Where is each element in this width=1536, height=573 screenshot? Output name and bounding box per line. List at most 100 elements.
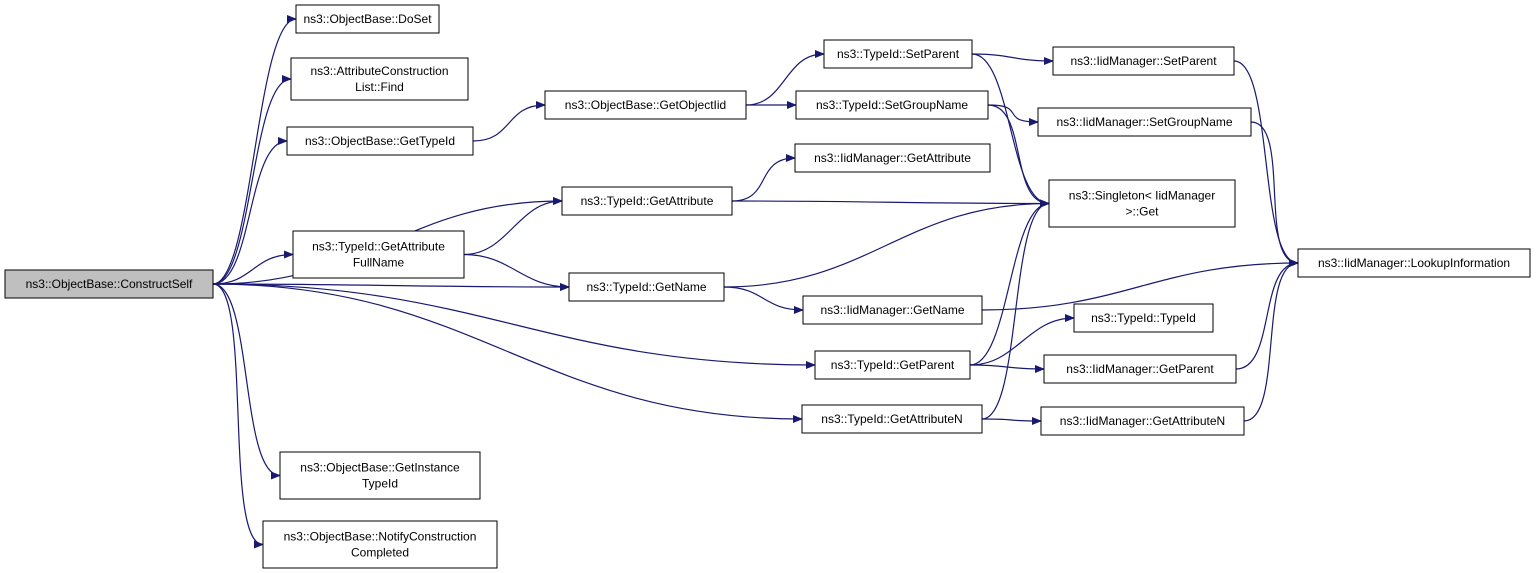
- node-doset[interactable]: ns3::ObjectBase::DoSet: [295, 4, 440, 34]
- node-box-doset[interactable]: [295, 4, 440, 34]
- node-box-ob_gettypeid[interactable]: [286, 126, 474, 156]
- node-box-tid_typeid[interactable]: [1073, 303, 1214, 333]
- edge-iid_getattributen-to-iid_lookupinfo: [1243, 259, 1299, 422]
- edge-tid_getparent-to-singleton_get: [969, 199, 1050, 366]
- node-box-ob_getinstancetypeid[interactable]: [279, 451, 481, 500]
- edge-tid_getparent-to-tid_typeid: [969, 314, 1075, 366]
- node-label-tid_setparent-0: ns3::TypeId::SetParent: [837, 47, 960, 61]
- node-box-singleton_get[interactable]: [1048, 179, 1236, 228]
- node-box-iid_setparent[interactable]: [1052, 46, 1235, 76]
- edge-tid_getattrfullname-to-tid_getattribute: [463, 197, 563, 256]
- edge-tid_getattribute-to-iid_getattribute: [731, 154, 796, 202]
- node-singleton_get[interactable]: ns3::Singleton< IidManager >::Get: [1048, 179, 1236, 228]
- node-label-ob_gettypeid-0: ns3::ObjectBase::GetTypeId: [305, 134, 455, 148]
- node-label-tid_getname-0: ns3::TypeId::GetName: [586, 280, 706, 294]
- node-label-singleton_get-0: ns3::Singleton< IidManager: [1069, 189, 1215, 203]
- node-box-iid_setgroupname[interactable]: [1037, 107, 1252, 137]
- edges: [212, 15, 1299, 549]
- edge-construct_self-to-doset: [212, 15, 297, 285]
- node-label-tid_getattribute-0: ns3::TypeId::GetAttribute: [581, 194, 714, 208]
- node-box-tid_getparent[interactable]: [814, 350, 971, 380]
- node-label-acl_find-1: List::Find: [355, 80, 404, 94]
- node-label-ob_getinstancetypeid-1: TypeId: [362, 477, 398, 491]
- edge-iid_getname-to-iid_lookupinfo: [981, 259, 1299, 311]
- node-label-tid_getattrfullname-0: ns3::TypeId::GetAttribute: [312, 240, 445, 254]
- node-label-tid_typeid-0: ns3::TypeId::TypeId: [1091, 311, 1196, 325]
- node-label-iid_getparent-0: ns3::IidManager::GetParent: [1066, 362, 1214, 376]
- edge-tid_getattributen-to-singleton_get: [981, 199, 1050, 420]
- node-iid_getname[interactable]: ns3::IidManager::GetName: [802, 295, 983, 325]
- node-tid_setgroupname[interactable]: ns3::TypeId::SetGroupName: [795, 90, 989, 120]
- node-box-acl_find[interactable]: [290, 57, 469, 101]
- edge-construct_self-to-tid_getname: [212, 282, 570, 291]
- node-label-construct_self-0: ns3::ObjectBase::ConstructSelf: [26, 277, 193, 291]
- node-label-ob_notifyconstruction-0: ns3::ObjectBase::NotifyConstruction: [284, 530, 477, 544]
- node-iid_getattributen[interactable]: ns3::IidManager::GetAttributeN: [1040, 406, 1245, 436]
- node-box-construct_self[interactable]: [4, 269, 214, 299]
- edge-tid_getname-to-singleton_get: [723, 199, 1050, 288]
- node-tid_getparent[interactable]: ns3::TypeId::GetParent: [814, 350, 971, 380]
- edge-construct_self-to-ob_getinstancetypeid: [212, 283, 281, 480]
- node-ob_gettypeid[interactable]: ns3::ObjectBase::GetTypeId: [286, 126, 474, 156]
- edge-tid_setparent-to-singleton_get: [971, 53, 1050, 208]
- node-box-tid_setgroupname[interactable]: [795, 90, 989, 120]
- node-label-iid_getname-0: ns3::IidManager::GetName: [820, 303, 964, 317]
- node-box-iid_getname[interactable]: [802, 295, 983, 325]
- node-label-doset-0: ns3::ObjectBase::DoSet: [303, 12, 432, 26]
- nodes: ns3::ObjectBase::ConstructSelfns3::Objec…: [4, 4, 1531, 569]
- node-label-iid_lookupinfo-0: ns3::IidManager::LookupInformation: [1318, 256, 1510, 270]
- node-iid_setparent[interactable]: ns3::IidManager::SetParent: [1052, 46, 1235, 76]
- node-iid_getattribute[interactable]: ns3::IidManager::GetAttribute: [794, 143, 991, 173]
- node-iid_getparent[interactable]: ns3::IidManager::GetParent: [1043, 354, 1237, 384]
- edge-iid_getparent-to-iid_lookupinfo: [1235, 259, 1299, 370]
- node-tid_getattribute[interactable]: ns3::TypeId::GetAttribute: [561, 186, 733, 216]
- node-label-tid_setgroupname-0: ns3::TypeId::SetGroupName: [816, 98, 968, 112]
- node-label-iid_setgroupname-0: ns3::IidManager::SetGroupName: [1056, 115, 1232, 129]
- node-box-tid_getname[interactable]: [568, 272, 725, 302]
- node-tid_getattributen[interactable]: ns3::TypeId::GetAttributeN: [801, 404, 983, 434]
- edge-construct_self-to-tid_getattrfullname: [212, 250, 294, 285]
- edge-construct_self-to-tid_getparent: [212, 283, 816, 369]
- edge-construct_self-to-acl_find: [212, 75, 292, 285]
- node-box-ob_getobjectiid[interactable]: [544, 90, 747, 120]
- edge-construct_self-to-ob_gettypeid: [212, 137, 288, 285]
- node-ob_notifyconstruction[interactable]: ns3::ObjectBase::NotifyConstructionCompl…: [262, 520, 498, 569]
- node-box-tid_getattribute[interactable]: [561, 186, 733, 216]
- edge-tid_setgroupname-to-iid_setgroupname: [987, 104, 1039, 126]
- node-tid_setparent[interactable]: ns3::TypeId::SetParent: [823, 39, 973, 69]
- edge-construct_self-to-tid_getattributen: [212, 283, 803, 423]
- node-tid_getname[interactable]: ns3::TypeId::GetName: [568, 272, 725, 302]
- node-box-tid_getattributen[interactable]: [801, 404, 983, 434]
- node-label-iid_setparent-0: ns3::IidManager::SetParent: [1070, 54, 1217, 68]
- node-ob_getobjectiid[interactable]: ns3::ObjectBase::GetObjectIid: [544, 90, 747, 120]
- edge-ob_getobjectiid-to-tid_setparent: [745, 50, 825, 106]
- node-box-iid_getattribute[interactable]: [794, 143, 991, 173]
- node-label-singleton_get-1: >::Get: [1125, 205, 1159, 219]
- node-box-iid_lookupinfo[interactable]: [1297, 248, 1531, 278]
- edge-tid_getattrfullname-to-tid_getname: [463, 253, 570, 291]
- edge-tid_setparent-to-iid_setparent: [971, 53, 1054, 65]
- node-box-ob_notifyconstruction[interactable]: [262, 520, 498, 569]
- node-label-iid_getattributen-0: ns3::IidManager::GetAttributeN: [1060, 414, 1225, 428]
- edge-iid_setgroupname-to-iid_lookupinfo: [1250, 121, 1299, 267]
- node-box-tid_setparent[interactable]: [823, 39, 973, 69]
- node-construct_self[interactable]: ns3::ObjectBase::ConstructSelf: [4, 269, 214, 299]
- edge-tid_getattributen-to-iid_getattributen: [981, 416, 1042, 425]
- edge-iid_setparent-to-iid_lookupinfo: [1233, 60, 1299, 267]
- node-label-ob_getinstancetypeid-0: ns3::ObjectBase::GetInstance: [300, 461, 460, 475]
- node-box-iid_getattributen[interactable]: [1040, 406, 1245, 436]
- edge-ob_gettypeid-to-ob_getobjectiid: [472, 101, 546, 142]
- node-box-tid_getattrfullname[interactable]: [292, 230, 465, 279]
- edge-tid_getname-to-iid_getname: [723, 286, 804, 314]
- node-label-tid_getparent-0: ns3::TypeId::GetParent: [831, 358, 955, 372]
- node-tid_typeid[interactable]: ns3::TypeId::TypeId: [1073, 303, 1214, 333]
- node-label-acl_find-0: ns3::AttributeConstruction: [310, 64, 448, 78]
- node-iid_setgroupname[interactable]: ns3::IidManager::SetGroupName: [1037, 107, 1252, 137]
- node-iid_lookupinfo[interactable]: ns3::IidManager::LookupInformation: [1297, 248, 1531, 278]
- node-label-tid_getattributen-0: ns3::TypeId::GetAttributeN: [821, 412, 962, 426]
- node-box-iid_getparent[interactable]: [1043, 354, 1237, 384]
